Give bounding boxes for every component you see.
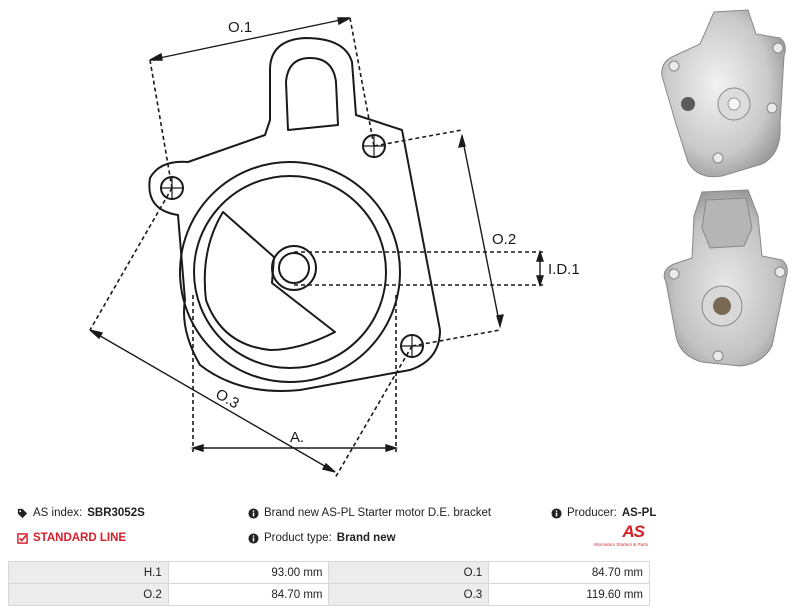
producer-row: Producer: AS-PL [551,507,656,519]
product-type-value: Brand new [336,532,396,544]
info-icon [551,507,562,519]
spec-label: O.3 [328,583,490,606]
spec-label: O.1 [328,561,490,584]
bracket-hub-inner [278,252,310,284]
spec-value: 93.00 mm [167,561,330,584]
dim-label-o1: O.1 [228,19,252,36]
logo-tagline: Alternators Starters & Parts [593,542,648,547]
bracket-outer-ring [179,161,401,383]
product-type-label: Product type: [264,532,332,544]
bracket-photo-front [661,9,786,178]
spec-value: 84.70 mm [167,583,330,606]
spec-label: O.2 [8,583,169,606]
info-icon [248,532,259,544]
standard-line-row: STANDARD LINE [17,532,126,544]
bracket-photo-rear [663,189,788,367]
producer-label: Producer: [567,507,617,519]
as-index-value: SBR3052S [87,507,145,519]
technical-drawing: O.1 O.2 I.D.1 O.3 A. [89,17,580,479]
bracket-outline [148,37,441,392]
info-icon [248,507,259,519]
dim-label-o2: O.2 [492,231,516,248]
bracket-hub-outer [271,245,317,291]
producer-value: AS-PL [621,507,657,519]
dim-label-id1: I.D.1 [548,261,580,278]
as-index-label: AS index: [33,507,83,519]
spec-value: 119.60 mm [488,583,650,606]
tag-icon [17,508,28,518]
spec-value: 84.70 mm [488,561,650,584]
checkbox-checked-icon [17,532,28,544]
bracket-inner-ring [193,175,387,369]
dim-label-o3: O.3 [213,386,242,413]
description-text: Brand new AS-PL Starter motor D.E. brack… [264,507,492,519]
logo-mark: AS [622,522,645,541]
as-index-row: AS index: SBR3052S [17,507,145,519]
standard-line-label: STANDARD LINE [33,532,127,544]
spec-label: H.1 [8,561,169,584]
pinion-opening [203,211,336,351]
bracket-loop-inner [285,57,339,131]
as-pl-logo: AS Alternators Starters & Parts [590,522,648,552]
description-row: Brand new AS-PL Starter motor D.E. brack… [248,507,491,519]
dim-label-a: A. [290,429,304,446]
product-type-row: Product type: Brand new [248,532,396,544]
